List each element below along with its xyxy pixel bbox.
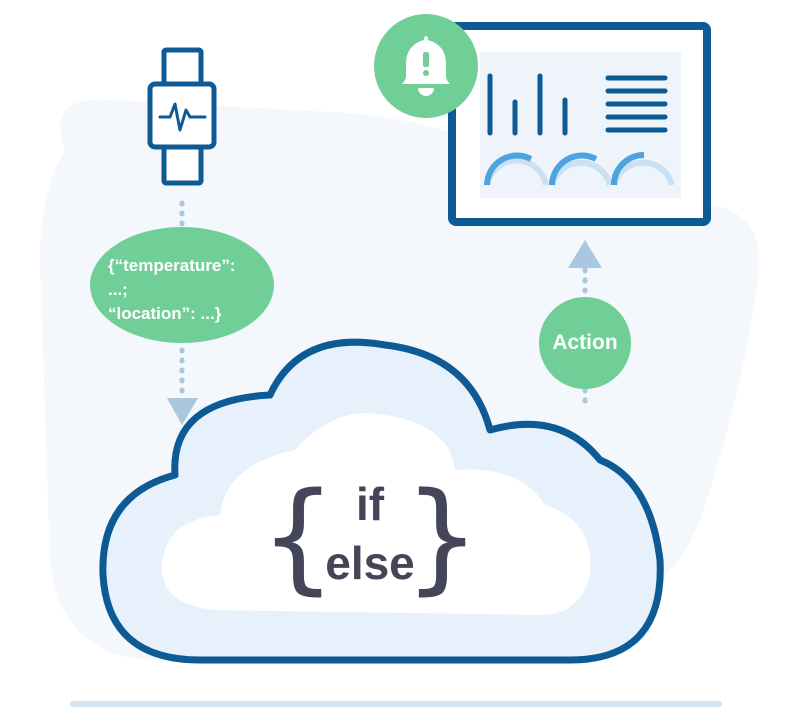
smartwatch-icon xyxy=(147,47,217,186)
code-keyword-if: if xyxy=(355,478,385,530)
payload-line-3: “location”: ...} xyxy=(108,304,222,323)
arrow-up-icon xyxy=(568,240,602,268)
bell-alert-icon xyxy=(374,14,478,118)
dashboard-monitor-icon xyxy=(448,22,711,226)
action-badge xyxy=(539,297,631,389)
payload-bubble xyxy=(90,227,274,343)
payload-line-2: ...; xyxy=(108,280,128,299)
code-keyword-else: else xyxy=(325,537,415,589)
code-open-brace: { xyxy=(260,468,336,607)
action-label: Action xyxy=(552,331,618,354)
code-close-brace: } xyxy=(404,468,480,607)
arrow-down-icon xyxy=(167,398,198,425)
baseline-bar xyxy=(70,701,722,707)
cloud-icon xyxy=(99,338,664,664)
payload-line-1: {“temperature”: xyxy=(108,256,236,275)
payload-json-text: {“temperature”: ...; “location”: ...} xyxy=(108,254,278,326)
